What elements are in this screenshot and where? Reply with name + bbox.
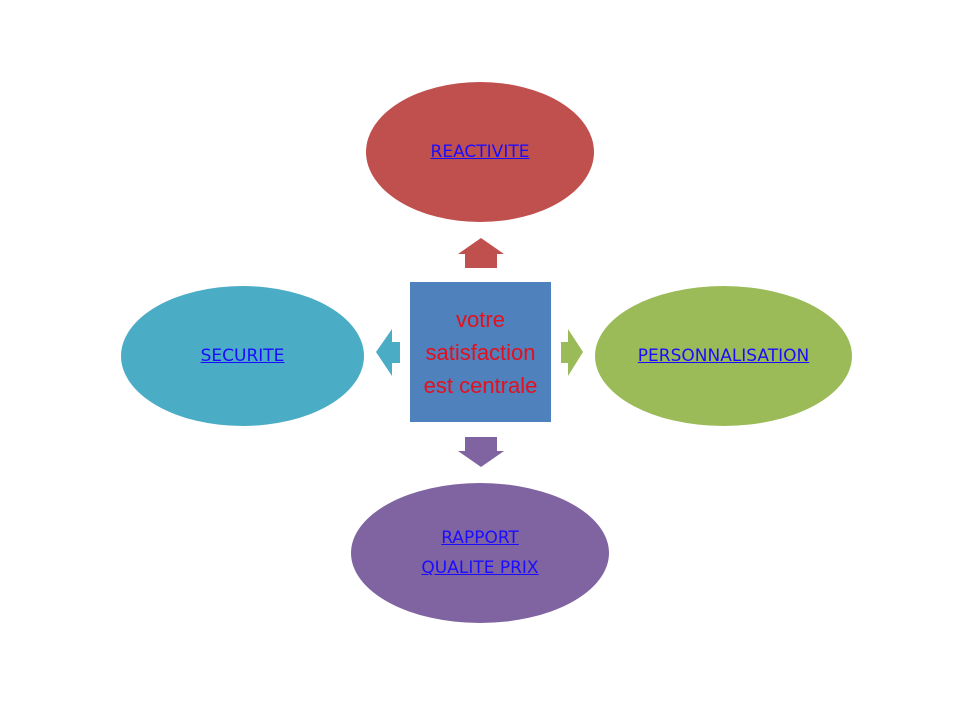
node-securite: SECURITE: [121, 286, 364, 426]
link-reactivite[interactable]: REACTIVITE: [430, 142, 530, 162]
arrow-down: [458, 437, 504, 467]
node-personnalisation: PERSONNALISATION: [595, 286, 852, 426]
arrow-up: [458, 238, 504, 268]
node-rapport-qualite-prix: RAPPORT QUALITE PRIX: [351, 483, 609, 623]
arrow-right: [561, 329, 583, 376]
link-qualite-prix[interactable]: QUALITE PRIX: [421, 558, 539, 578]
link-securite[interactable]: SECURITE: [200, 346, 285, 366]
link-personnalisation[interactable]: PERSONNALISATION: [637, 346, 810, 366]
center-text-line-2: satisfaction: [425, 339, 536, 365]
arrow-left: [376, 329, 400, 376]
link-rapport[interactable]: RAPPORT: [441, 528, 519, 548]
center-text-line-1: votre: [456, 306, 505, 332]
node-reactivite: REACTIVITE: [366, 82, 594, 222]
center-text-line-3: est centrale: [423, 372, 538, 398]
center-box: votre satisfaction est centrale: [410, 282, 551, 422]
